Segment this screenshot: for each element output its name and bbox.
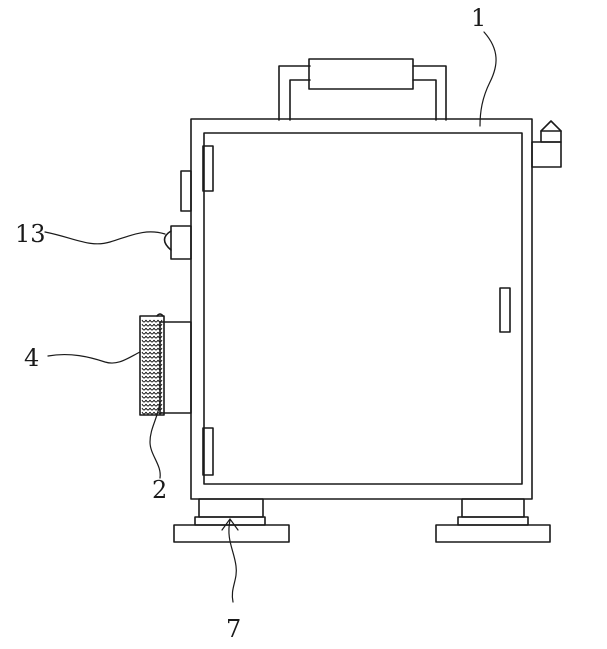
main-housing <box>190 118 533 500</box>
filter-mesh <box>141 319 163 415</box>
label-13: 13 <box>15 220 46 248</box>
carry-handle <box>278 58 447 121</box>
foot-right <box>435 498 551 543</box>
leader-line-4 <box>47 351 141 364</box>
leader-line-13 <box>44 231 166 245</box>
door-hinges <box>202 145 214 476</box>
leader-arrow-7 <box>221 517 239 531</box>
leader-line-1 <box>479 31 497 127</box>
label-1: 1 <box>471 4 486 32</box>
label-4: 4 <box>24 344 39 372</box>
lamp <box>163 225 192 260</box>
foot-left <box>173 498 290 543</box>
leader-line-2 <box>149 401 161 479</box>
door-handle <box>499 287 511 333</box>
leader-line-7 <box>228 519 237 603</box>
side-tab <box>180 170 192 212</box>
label-2: 2 <box>152 476 167 504</box>
filter-mesh-pattern <box>141 319 163 415</box>
side-box <box>139 313 192 416</box>
label-7: 7 <box>226 615 241 643</box>
vent-cap <box>531 120 562 168</box>
